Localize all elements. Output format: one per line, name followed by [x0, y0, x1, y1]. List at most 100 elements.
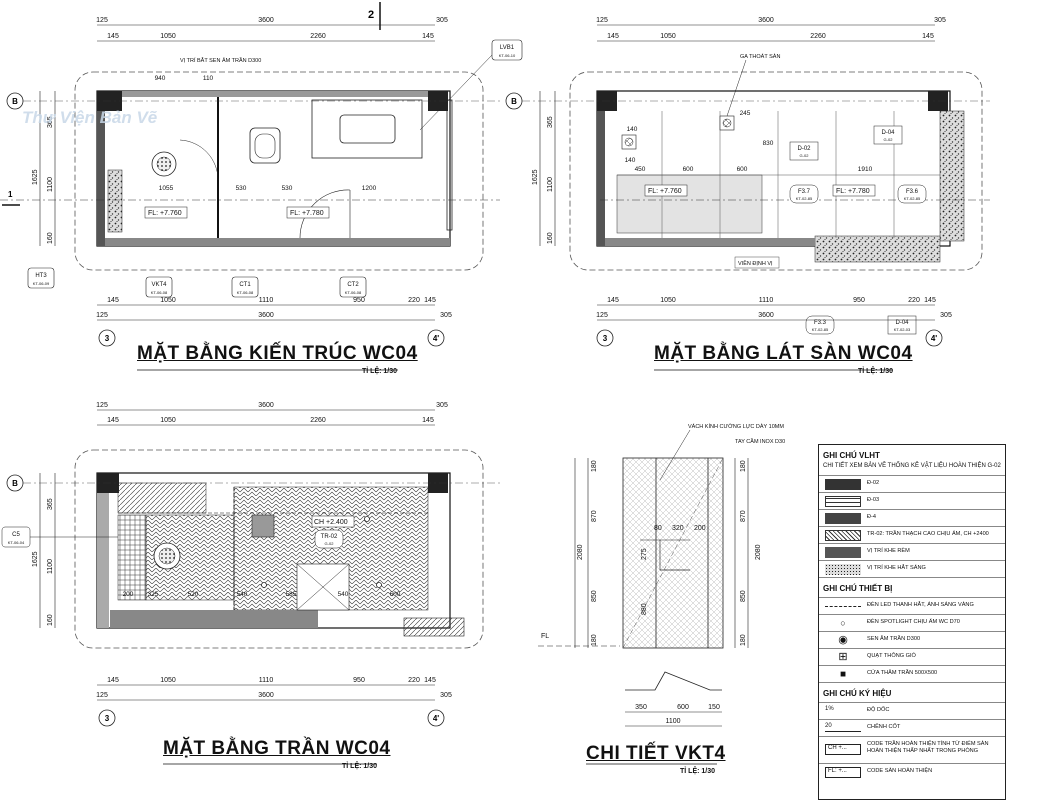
legend-row: CH +... CODE TRẦN HOÀN THIỆN TÍNH TỪ ĐIỂ… — [819, 736, 1005, 764]
plan-floor-title: MẶT BẰNG LÁT SÀN WC04 — [654, 343, 913, 364]
legend-label: CODE TRẦN HOÀN THIỆN TÍNH TỪ ĐIỂM SÀN HO… — [867, 741, 989, 754]
legend-label: CODE SÀN HOÀN THIỆN — [867, 768, 933, 774]
plan-ceiling: 125 3600 305 145 1050 2260 145 CH — [1, 402, 500, 727]
dim-text: 600 — [737, 166, 748, 173]
legend-row: VỊ TRÍ KHE HẮT SÁNG — [819, 560, 1005, 578]
fl-mark: FL — [541, 633, 549, 640]
dim-text: 150 — [708, 704, 720, 711]
legend-row: ○ ĐÈN SPOTLIGHT CHỊU ẨM WC D70 — [819, 614, 1005, 632]
legend-heading: GHI CHÚ VLHT — [823, 451, 880, 460]
dim-text: 140 — [625, 157, 636, 164]
dim-text: 145 — [107, 33, 119, 40]
legend-row: GHI CHÚ THIẾT BỊ — [819, 577, 1005, 598]
dim-text: 540 — [237, 591, 248, 598]
dim-text: 200 — [123, 591, 134, 598]
dim-text: 880 — [641, 603, 648, 615]
legend-label: Đ-03 — [867, 497, 880, 503]
exhaust-fan-icon: ⊞ — [838, 651, 848, 663]
slope-icon: 1% — [825, 706, 834, 712]
legend-label: QUẠT THÔNG GIÓ — [867, 653, 916, 659]
grid-bubble: 4' — [433, 714, 439, 723]
legend-row: FL: +... CODE SÀN HOÀN THIỆN — [819, 763, 1005, 781]
dim-text: 870 — [591, 510, 598, 522]
dim-text: 1050 — [660, 297, 676, 304]
dim-text: 3600 — [258, 692, 274, 699]
dim-text: 160 — [547, 232, 554, 244]
legend-label: CHÊNH CỐT — [867, 724, 901, 730]
fl-label: FL: +7.760 — [148, 210, 182, 217]
dim-text: 220 — [908, 297, 920, 304]
dim-text: 1050 — [660, 33, 676, 40]
dim-text: 540 — [338, 591, 349, 598]
dim-text: 585 — [286, 591, 297, 598]
dim-text: 850 — [740, 590, 747, 602]
led-strip-icon — [825, 606, 861, 607]
section-mark: 2 — [368, 9, 374, 21]
pattern-d4-icon — [825, 513, 861, 524]
code-sub: G-02 — [800, 153, 810, 158]
tag-label: C5 — [12, 532, 20, 538]
dim-text: 1100 — [47, 559, 54, 574]
dim-text: 320 — [672, 525, 684, 532]
tag-label: CT2 — [347, 282, 359, 288]
dim-text: 220 — [408, 297, 420, 304]
dim-text: 245 — [740, 110, 751, 117]
dim-text: 600 — [683, 166, 694, 173]
dim-text: 160 — [47, 614, 54, 626]
dim-text: 950 — [353, 297, 365, 304]
pattern-curtain-icon — [825, 547, 861, 558]
dim-text: 2080 — [577, 544, 584, 560]
legend-panel: GHI CHÚ VLHT CHI TIẾT XEM BẢN VẼ THỐNG K… — [818, 444, 1006, 800]
dim-text: 365 — [547, 116, 554, 128]
code-tag: D-02 — [797, 146, 811, 152]
dim-text: 1110 — [759, 297, 774, 304]
legend-row: Đ-03 — [819, 492, 1005, 510]
access-hatch-icon: ■ — [839, 669, 847, 680]
dim-text: 160 — [47, 232, 54, 244]
plan-architecture: 125 3600 305 145 1050 2260 145 — [0, 2, 523, 347]
dim-text: 2260 — [310, 33, 326, 40]
tag-sub: KT-06-08 — [237, 290, 254, 295]
dim-text: 110 — [203, 75, 214, 82]
dim-text: 325 — [148, 591, 159, 598]
grid-bubble: 3 — [603, 334, 608, 343]
dim-text: 145 — [107, 297, 119, 304]
floor-code-icon: FL: +... — [825, 767, 861, 778]
legend-row: 20 CHÊNH CỐT — [819, 719, 1005, 737]
dim-text: 3600 — [758, 312, 774, 319]
fl-label: FL: +7.760 — [648, 188, 682, 195]
dim-text: 830 — [763, 140, 774, 147]
legend-label: ĐÈN LED THANH HẮT, ÁNH SÁNG VÀNG — [867, 602, 974, 608]
pattern-d03-icon — [825, 496, 861, 507]
dim-text: 180 — [591, 460, 598, 472]
tag-sub: KT-06-04 — [8, 540, 25, 545]
dim-text: 305 — [436, 402, 448, 409]
tag-label: LVB1 — [500, 45, 515, 51]
dim-text: 3600 — [258, 17, 274, 24]
dim-text: 125 — [96, 692, 108, 699]
legend-row: VỊ TRÍ KHE RÈM — [819, 543, 1005, 561]
grid-bubble: 4' — [931, 334, 937, 343]
legend-label: SEN ÂM TRẦN D300 — [867, 636, 921, 642]
dim-text: 1050 — [160, 297, 176, 304]
tag-sub: KT-06-10 — [499, 53, 516, 58]
dim-text: 145 — [422, 33, 434, 40]
legend-heading: GHI CHÚ KÝ HIỆU — [823, 689, 892, 698]
code-sub: KT-02-85 — [812, 327, 829, 332]
tag-sub: KT-06-09 — [33, 281, 50, 286]
dim-text: 1625 — [532, 169, 539, 185]
dim-text: 1050 — [160, 417, 176, 424]
pattern-light-slot-icon — [825, 564, 861, 575]
dim-text: 2260 — [810, 33, 826, 40]
dim-text: 80 — [654, 525, 662, 532]
pattern-tr02-icon — [825, 530, 861, 541]
legend-subtitle: CHI TIẾT XEM BẢN VẼ THỐNG KÊ VẬT LIỆU HO… — [823, 463, 1001, 469]
code-tag: D-04 — [895, 320, 909, 326]
dim-text: 125 — [96, 312, 108, 319]
note-text: VỊ TRÍ BẮT SEN ÂM TRẦN D300 — [180, 56, 261, 64]
code-tag: D-04 — [881, 130, 895, 136]
section-mark: 1 — [8, 190, 13, 199]
ch-label: CH +2.400 — [314, 519, 348, 526]
dim-text: 365 — [47, 116, 54, 128]
